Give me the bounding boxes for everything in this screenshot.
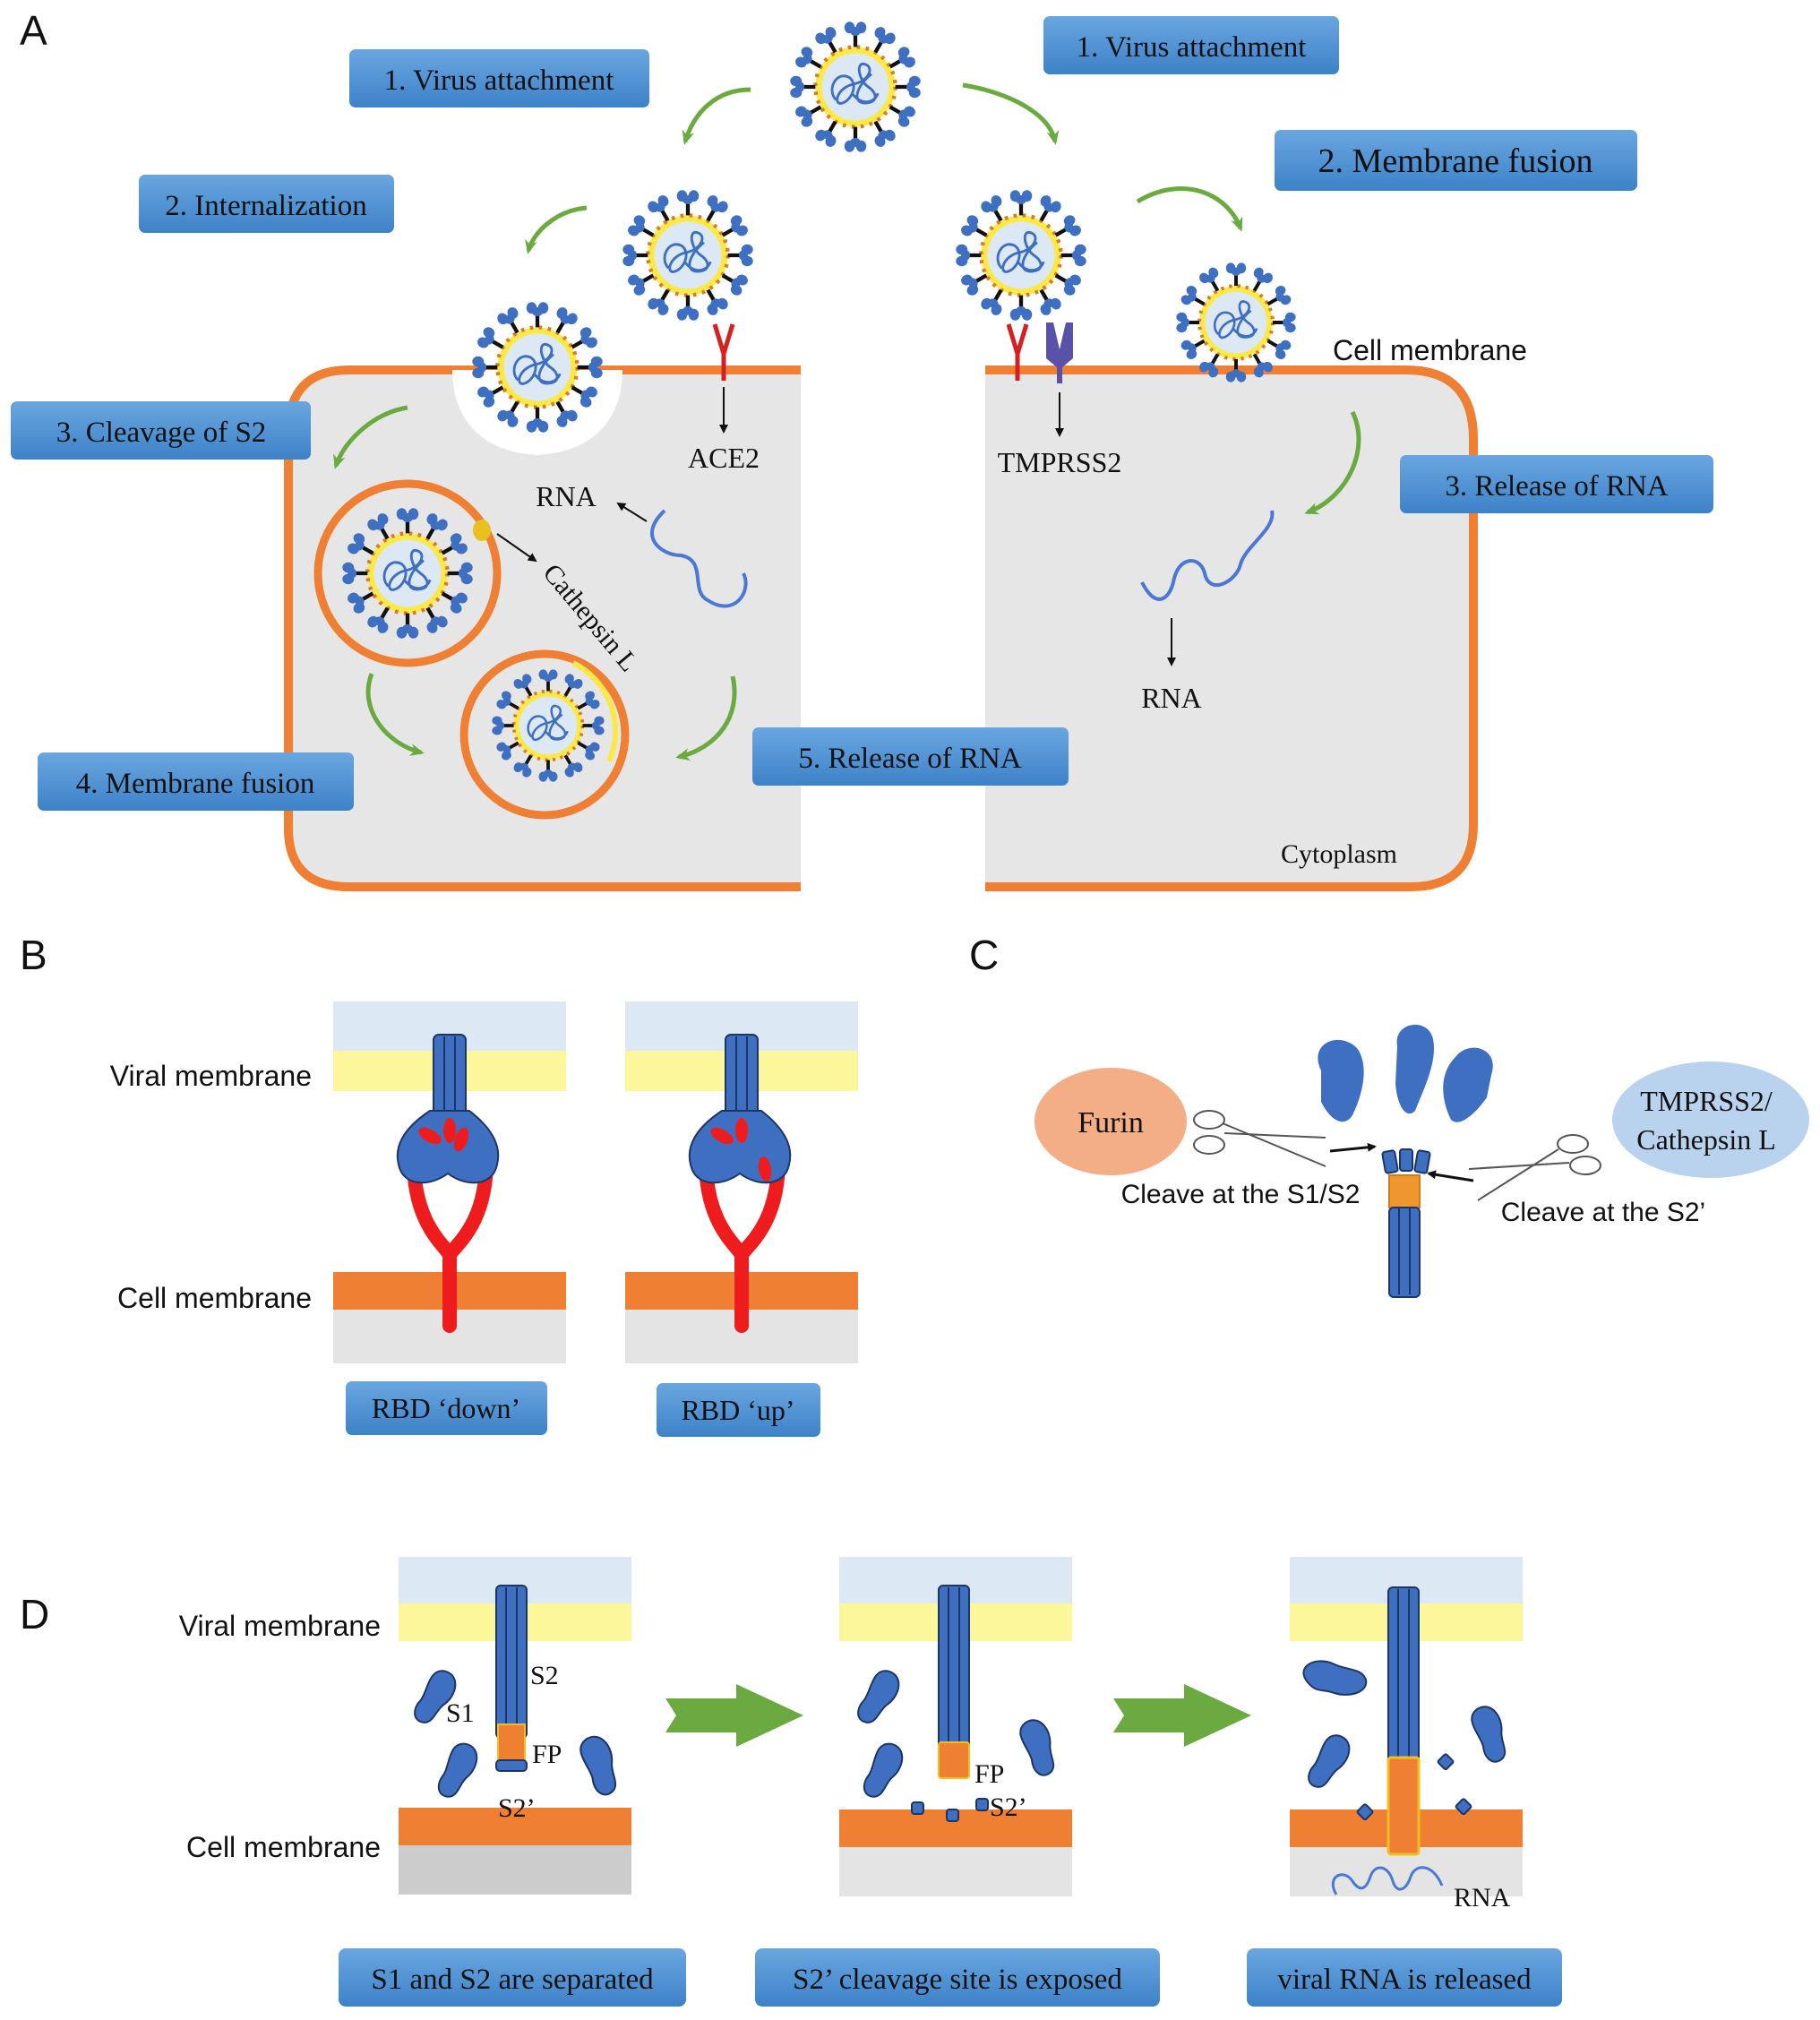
tmprss2-label: TMPRSS2: [998, 446, 1122, 478]
svg-text:3. Cleavage of S2: 3. Cleavage of S2: [56, 417, 267, 449]
step-box-d-2: S2’ cleavage site is exposed: [755, 1948, 1160, 2007]
fp-label: FP: [974, 1759, 1004, 1789]
s2-label: S2: [530, 1661, 559, 1690]
rna-label: RNA: [1454, 1883, 1511, 1913]
svg-text:S2’ cleavage site is exposed: S2’ cleavage site is exposed: [793, 1964, 1122, 1996]
rbd-down-diagram: [333, 1001, 566, 1363]
ace2-label: ACE2: [688, 442, 760, 474]
svg-text:viral RNA is released: viral RNA is released: [1277, 1964, 1532, 1996]
green-curved-arrows: [333, 82, 1361, 761]
rna-label-right: RNA: [1141, 682, 1202, 714]
s1-label: S1: [446, 1698, 475, 1728]
step-box-left-3: 3. Cleavage of S2: [11, 401, 311, 460]
panel-letter-b: B: [20, 932, 47, 978]
svg-text:1. Virus attachment: 1. Virus attachment: [384, 64, 614, 97]
s1-subunits: [1318, 1024, 1493, 1122]
virus-particle: [790, 21, 920, 151]
svg-text:2. Internalization: 2. Internalization: [165, 190, 366, 222]
cell-membrane-label: Cell membrane: [117, 1282, 312, 1314]
cleave-s2p-label: Cleave at the S2’: [1501, 1198, 1705, 1227]
step-box-right-2: 2. Membrane fusion: [1275, 130, 1637, 191]
scissors-icon: [1193, 1110, 1326, 1167]
stage-2-diagram: [839, 1557, 1072, 1896]
panel-letter-c: C: [969, 932, 999, 978]
svg-text:4. Membrane fusion: 4. Membrane fusion: [76, 768, 315, 800]
ace2-receptor-right: [1006, 323, 1029, 381]
viral-membrane-label: Viral membrane: [110, 1060, 312, 1092]
tmprss2-cathepsin-enzyme: TMPRSS2/ Cathepsin L: [1612, 1062, 1809, 1178]
panel-letter-d: D: [20, 1591, 49, 1637]
svg-text:1. Virus attachment: 1. Virus attachment: [1077, 31, 1307, 64]
cell-membrane-label: Cell membrane: [186, 1831, 381, 1863]
s2-prime-label: S2’: [498, 1793, 536, 1823]
endosome-fusing: [459, 649, 630, 820]
rbd-up-box: RBD ‘up’: [657, 1383, 820, 1437]
green-progress-arrow: [665, 1684, 803, 1747]
step-box-right-1: 1. Virus attachment: [1043, 16, 1339, 74]
svg-text:2. Membrane fusion: 2. Membrane fusion: [1318, 142, 1592, 180]
virus-particle: [956, 190, 1086, 320]
rbd-up-diagram: [625, 1001, 858, 1363]
step-box-left-2: 2. Internalization: [139, 175, 394, 233]
svg-text:Furin: Furin: [1077, 1106, 1144, 1139]
right-cell: [985, 365, 1478, 891]
step-box-left-5: 5. Release of RNA: [752, 727, 1069, 786]
tmprss2-protease: [1046, 322, 1073, 383]
svg-text:TMPRSS2/: TMPRSS2/: [1640, 1085, 1773, 1117]
svg-text:3. Release of RNA: 3. Release of RNA: [1445, 470, 1668, 503]
scissors-icon: [1468, 1134, 1601, 1201]
fp-label: FP: [532, 1740, 562, 1769]
s2-prime-label: S2’: [990, 1792, 1027, 1822]
step-box-d-1: S1 and S2 are separated: [339, 1948, 686, 2007]
cytoplasm-label: Cytoplasm: [1281, 839, 1397, 869]
green-progress-arrow: [1113, 1684, 1251, 1747]
s2-stalk: [1388, 1174, 1421, 1298]
endosome: [313, 479, 502, 667]
virus-particle-fusing: [1176, 262, 1295, 382]
rbd-down-box: RBD ‘down’: [346, 1381, 547, 1435]
panel-letter-a: A: [20, 7, 47, 54]
stage-3-diagram: [1290, 1557, 1523, 1896]
svg-text:Cathepsin L: Cathepsin L: [1636, 1123, 1776, 1156]
step-box-left-4: 4. Membrane fusion: [38, 752, 354, 811]
rna-label-left: RNA: [536, 480, 597, 512]
stage-1-diagram: [399, 1557, 631, 1895]
rna-strand: [650, 509, 748, 608]
s1-s2-fragments: [1381, 1148, 1431, 1174]
svg-text:S1 and S2 are separated: S1 and S2 are separated: [371, 1964, 654, 1996]
svg-text:RBD ‘down’: RBD ‘down’: [372, 1392, 520, 1424]
cathepsin-l-enzyme: [473, 520, 491, 541]
furin-enzyme: Furin: [1034, 1068, 1187, 1175]
ace2-receptor: [712, 323, 735, 381]
virus-particle: [622, 190, 752, 320]
cleave-s1s2-label: Cleave at the S1/S2: [1121, 1180, 1361, 1209]
step-box-left-1: 1. Virus attachment: [349, 49, 649, 107]
step-box-right-3: 3. Release of RNA: [1400, 455, 1713, 513]
svg-text:5. Release of RNA: 5. Release of RNA: [798, 743, 1021, 775]
rna-strand: [1140, 510, 1275, 601]
cell-membrane-label: Cell membrane: [1333, 334, 1527, 366]
viral-membrane-label: Viral membrane: [179, 1610, 381, 1642]
svg-text:RBD ‘up’: RBD ‘up’: [681, 1394, 794, 1426]
step-box-d-3: viral RNA is released: [1247, 1948, 1562, 2007]
